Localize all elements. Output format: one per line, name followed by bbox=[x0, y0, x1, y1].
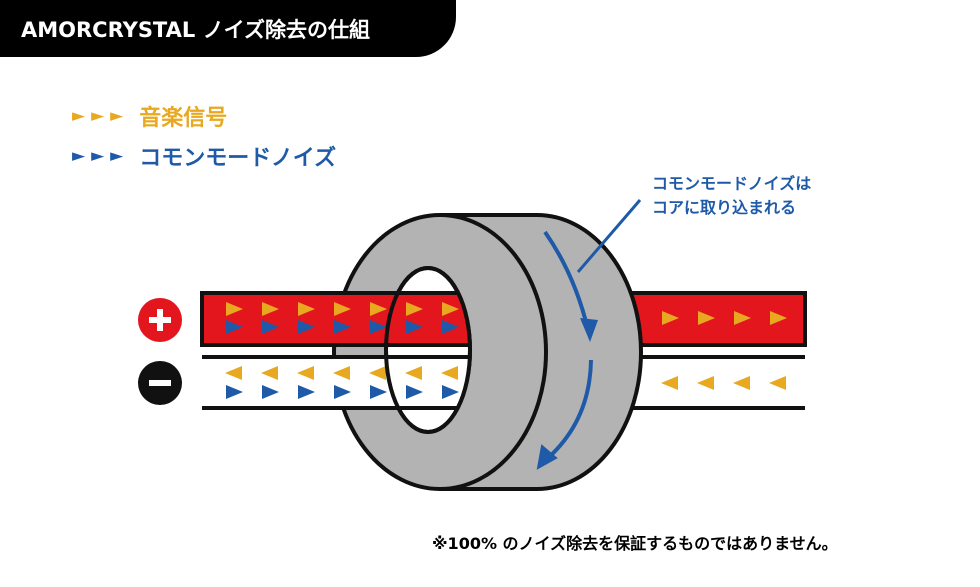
ferrite-core bbox=[332, 213, 643, 491]
signal-arrow-icon bbox=[226, 302, 243, 316]
plus-terminal-icon bbox=[138, 298, 182, 342]
noise-arrow-icon bbox=[442, 320, 459, 334]
signal-arrow-icon bbox=[297, 366, 314, 380]
noise-arrow-icon bbox=[298, 320, 315, 334]
signal-arrow-icon bbox=[298, 302, 315, 316]
signal-arrow-icon bbox=[769, 376, 786, 390]
signal-arrow-icon bbox=[369, 366, 386, 380]
signal-arrow-icon bbox=[262, 302, 279, 316]
signal-arrow-icon bbox=[406, 302, 423, 316]
flow-arrow-lower bbox=[546, 359, 593, 460]
signal-arrow-icon bbox=[261, 366, 278, 380]
signal-arrow-icon bbox=[661, 376, 678, 390]
page-title: AMORCRYSTAL ノイズ除去の仕組 bbox=[21, 18, 370, 42]
title-banner: AMORCRYSTAL ノイズ除去の仕組 bbox=[0, 0, 456, 57]
arrowhead-icon bbox=[580, 318, 598, 342]
noise-arrow-icon bbox=[298, 385, 315, 399]
signal-arrow-icon bbox=[697, 376, 714, 390]
noise-flow-arrows bbox=[536, 199, 642, 470]
noise-arrow-icon bbox=[262, 320, 279, 334]
signal-arrow-icon bbox=[333, 366, 350, 380]
signal-arrow-icon bbox=[733, 376, 750, 390]
minus-terminal-icon bbox=[138, 361, 182, 405]
legend-noise-label: コモンモードノイズ bbox=[139, 146, 337, 171]
cable-plus-left bbox=[200, 291, 470, 347]
noise-arrow-icon bbox=[442, 385, 459, 399]
signal-arrow-icon: ►►► bbox=[72, 106, 130, 126]
cable-minus-left bbox=[202, 355, 470, 410]
signal-arrow-icon bbox=[662, 311, 679, 325]
noise-arrow-icon bbox=[262, 385, 279, 399]
callout-text: コモンモードノイズは コアに取り込まれる bbox=[652, 172, 811, 220]
signal-arrow-icon bbox=[370, 302, 387, 316]
signal-arrow-icon bbox=[770, 311, 787, 325]
callout-line-2: コアに取り込まれる bbox=[652, 198, 797, 217]
legend-signal-label: 音楽信号 bbox=[139, 106, 228, 131]
noise-arrow-icon bbox=[226, 320, 243, 334]
callout-line-1: コモンモードノイズは bbox=[652, 174, 812, 193]
signal-arrow-icon bbox=[334, 302, 351, 316]
signal-arrow-icon bbox=[441, 366, 458, 380]
signal-arrow-icon bbox=[698, 311, 715, 325]
flow-arrow-upper bbox=[543, 230, 590, 331]
noise-arrow-icon bbox=[406, 385, 423, 399]
legend-signal: ►►► 音楽信号 bbox=[72, 100, 227, 132]
noise-arrow-icon bbox=[370, 320, 387, 334]
arrowhead-icon bbox=[536, 444, 558, 470]
noise-arrow-icon bbox=[334, 385, 351, 399]
noise-arrow-icon: ►►► bbox=[72, 146, 130, 166]
signal-arrow-icon bbox=[405, 366, 422, 380]
legend-noise: ►►► コモンモードノイズ bbox=[72, 140, 336, 172]
disclaimer-note: ※100% のノイズ除去を保証するものではありません。 bbox=[432, 534, 838, 553]
noise-arrow-icon bbox=[334, 320, 351, 334]
signal-arrow-icon bbox=[442, 302, 459, 316]
signal-arrow-icon bbox=[225, 366, 242, 380]
noise-arrow-icon bbox=[406, 320, 423, 334]
noise-arrow-icon bbox=[226, 385, 243, 399]
signal-arrow-icon bbox=[734, 311, 751, 325]
noise-arrow-icon bbox=[370, 385, 387, 399]
callout-leader-line bbox=[576, 199, 642, 273]
